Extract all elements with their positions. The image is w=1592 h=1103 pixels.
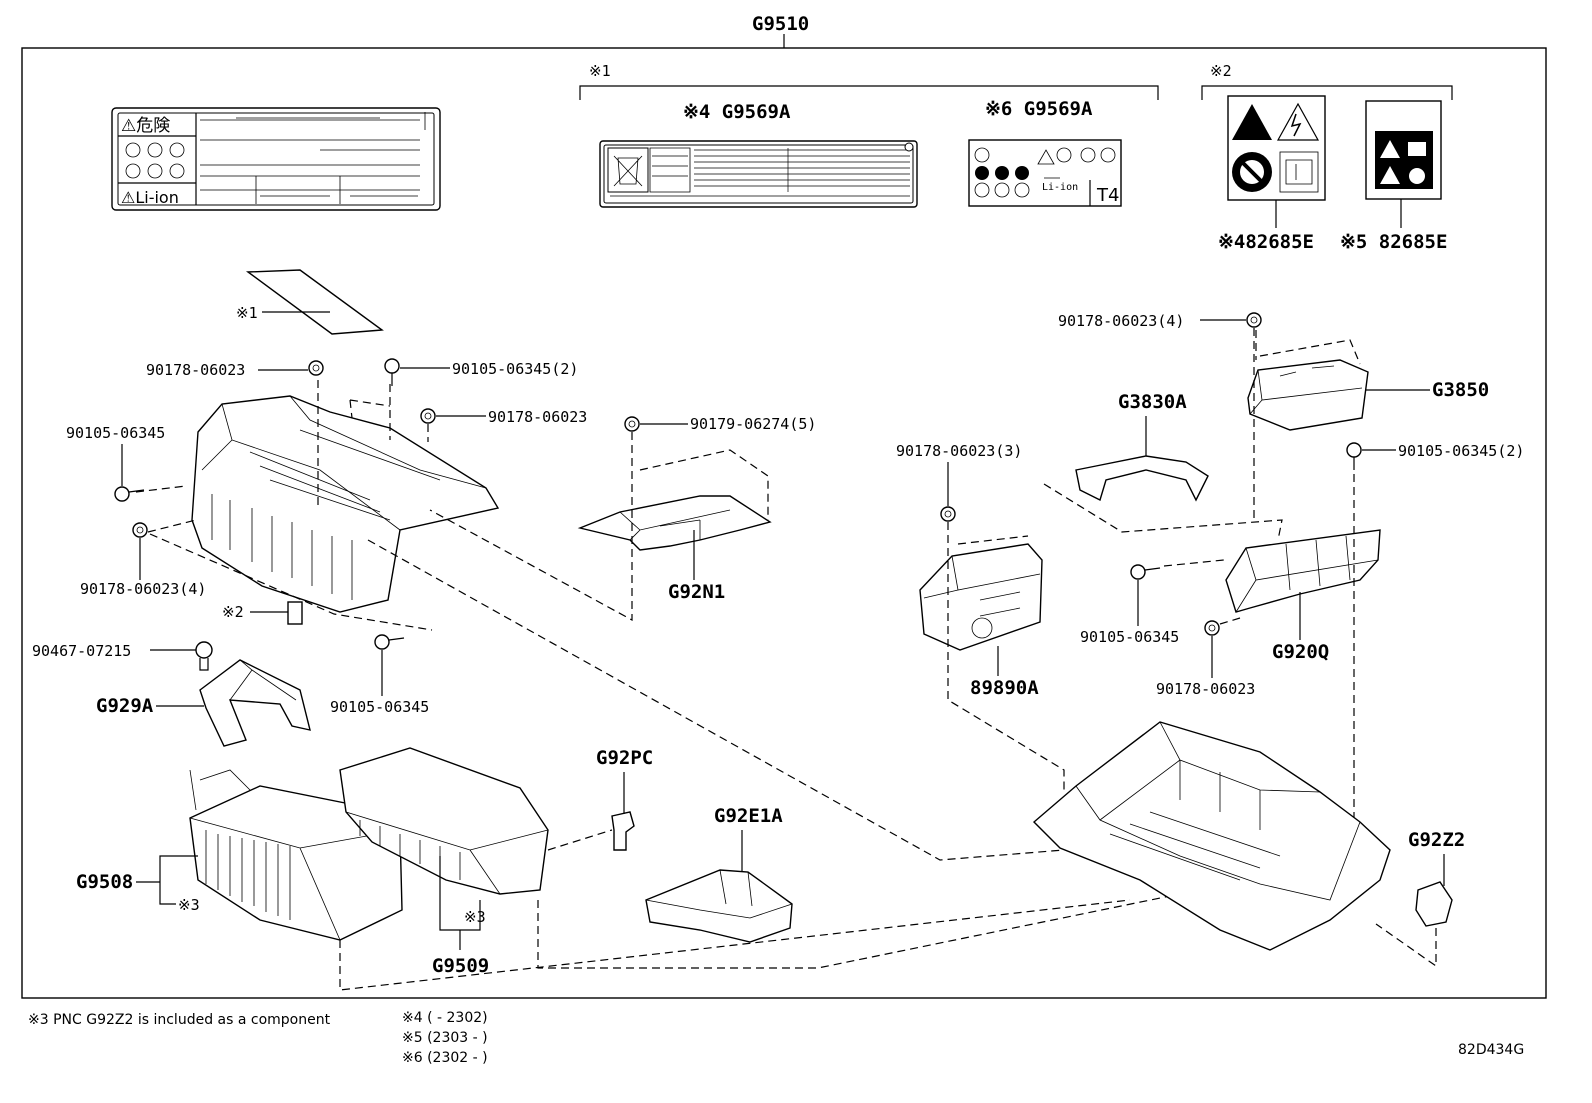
callout-90105-top-2[interactable]: 90105-06345(2)	[452, 360, 578, 378]
callout-g929a[interactable]: G929A	[96, 695, 154, 717]
label-g9569a-4[interactable]: ※4 G9569A	[683, 101, 791, 123]
nut-90178-right[interactable]	[1204, 620, 1220, 636]
clip-g92z2[interactable]	[1415, 881, 1453, 927]
footnote-6: ※6 (2302 - )	[402, 1050, 488, 1066]
callout-89890a[interactable]: 89890A	[970, 677, 1039, 699]
bolt-90105-right-2[interactable]	[1346, 442, 1362, 470]
bolt-90105-top[interactable]	[384, 358, 400, 386]
bracket-g92n1[interactable]	[577, 495, 772, 551]
group-bracket-1	[579, 85, 1159, 100]
callout-90178-mid[interactable]: 90178-06023	[488, 408, 587, 426]
nut-90178-left[interactable]	[132, 522, 148, 538]
callout-90179[interactable]: 90179-06274(5)	[690, 415, 816, 433]
drawing-reference: 82D434G	[1458, 1042, 1524, 1058]
callout-g92e1a[interactable]: G92E1A	[714, 805, 783, 827]
group-bracket-2	[1201, 85, 1453, 100]
callout-g3830a[interactable]: G3830A	[1118, 391, 1187, 413]
battery-lower-tray[interactable]	[1032, 721, 1391, 951]
bolt-90105-left[interactable]	[114, 486, 145, 502]
warning-label-82685e-5	[1365, 100, 1442, 200]
callout-mark-3-right: ※3	[464, 908, 486, 926]
group-mark-1: ※1	[589, 62, 611, 80]
callout-mark-3-left: ※3	[178, 896, 200, 914]
label-82685e-5[interactable]: ※5 82685E	[1340, 231, 1447, 253]
group-mark-2: ※2	[1210, 62, 1232, 80]
nut-90178-3[interactable]	[940, 506, 956, 522]
bracket-g920q[interactable]	[1225, 529, 1381, 613]
callout-90467[interactable]: 90467-07215	[32, 642, 131, 660]
clip-90467[interactable]	[195, 641, 213, 671]
danger-label-title: ⚠危険	[121, 116, 170, 136]
connector-g92pc[interactable]	[611, 811, 635, 851]
callout-90105-right[interactable]: 90105-06345	[1080, 628, 1179, 646]
callout-90178-right[interactable]: 90178-06023	[1156, 680, 1255, 698]
assembly-number[interactable]: G9510	[752, 13, 809, 35]
bolt-90105-right[interactable]	[1130, 564, 1161, 580]
label-g9569a-6[interactable]: ※6 G9569A	[985, 98, 1093, 120]
control-unit-89890a[interactable]	[919, 543, 1043, 651]
nut-90179[interactable]	[624, 416, 640, 432]
callout-90178-4-right[interactable]: 90178-06023(4)	[1058, 312, 1184, 330]
callout-g3850[interactable]: G3850	[1432, 379, 1489, 401]
battery-upper-cover[interactable]	[191, 395, 500, 613]
footnote-4: ※4 ( - 2302)	[402, 1010, 488, 1026]
caution-label-small[interactable]	[287, 601, 303, 625]
bracket-g3830a[interactable]	[1075, 455, 1209, 502]
callout-90105-left[interactable]: 90105-06345	[66, 424, 165, 442]
callout-90105-right-2[interactable]: 90105-06345(2)	[1398, 442, 1524, 460]
recycle-label	[599, 140, 918, 208]
nut-90178-mid[interactable]	[420, 408, 436, 424]
callout-90178-4-left[interactable]: 90178-06023(4)	[80, 580, 206, 598]
t4-text: T4	[1096, 185, 1119, 206]
warning-label-82685e-4	[1227, 95, 1326, 201]
warning-icons-label: Li-ion T4	[968, 139, 1122, 207]
battery-stack-g9509[interactable]	[339, 747, 549, 895]
junction-box-g3850[interactable]	[1247, 359, 1369, 431]
callout-g92z2[interactable]: G92Z2	[1408, 829, 1465, 851]
bolt-90178-top[interactable]	[308, 360, 324, 376]
insulator-sheet[interactable]	[245, 269, 384, 335]
callout-g92n1[interactable]: G92N1	[668, 581, 725, 603]
liion-small-text: Li-ion	[1042, 182, 1078, 193]
duct-g929a[interactable]	[199, 659, 311, 747]
callout-g9508[interactable]: G9508	[76, 871, 133, 893]
duct-g92e1a[interactable]	[645, 869, 793, 943]
danger-label-liion: ⚠Li-ion	[121, 188, 179, 207]
footnote-5: ※5 (2303 - )	[402, 1030, 488, 1046]
callout-90105-lower[interactable]: 90105-06345	[330, 698, 429, 716]
danger-label[interactable]: ⚠危険 ⚠Li-ion	[111, 107, 441, 211]
label-82685e-4[interactable]: ※482685E	[1218, 231, 1314, 253]
callout-mark-2: ※2	[222, 603, 244, 621]
footnote-3: ※3 PNC G92Z2 is included as a component	[28, 1012, 331, 1028]
callout-mark-1: ※1	[236, 304, 258, 322]
callout-90178-top[interactable]: 90178-06023	[146, 361, 245, 379]
callout-90178-3[interactable]: 90178-06023(3)	[896, 442, 1022, 460]
assembly-frame	[21, 47, 1547, 999]
bolt-90105-lower[interactable]	[374, 634, 405, 650]
battery-stack-g9508[interactable]	[189, 769, 403, 941]
callout-g92pc[interactable]: G92PC	[596, 747, 653, 769]
nut-90178-4-right[interactable]	[1246, 312, 1262, 328]
callout-g920q[interactable]: G920Q	[1272, 641, 1329, 663]
callout-g9509[interactable]: G9509	[432, 955, 489, 977]
